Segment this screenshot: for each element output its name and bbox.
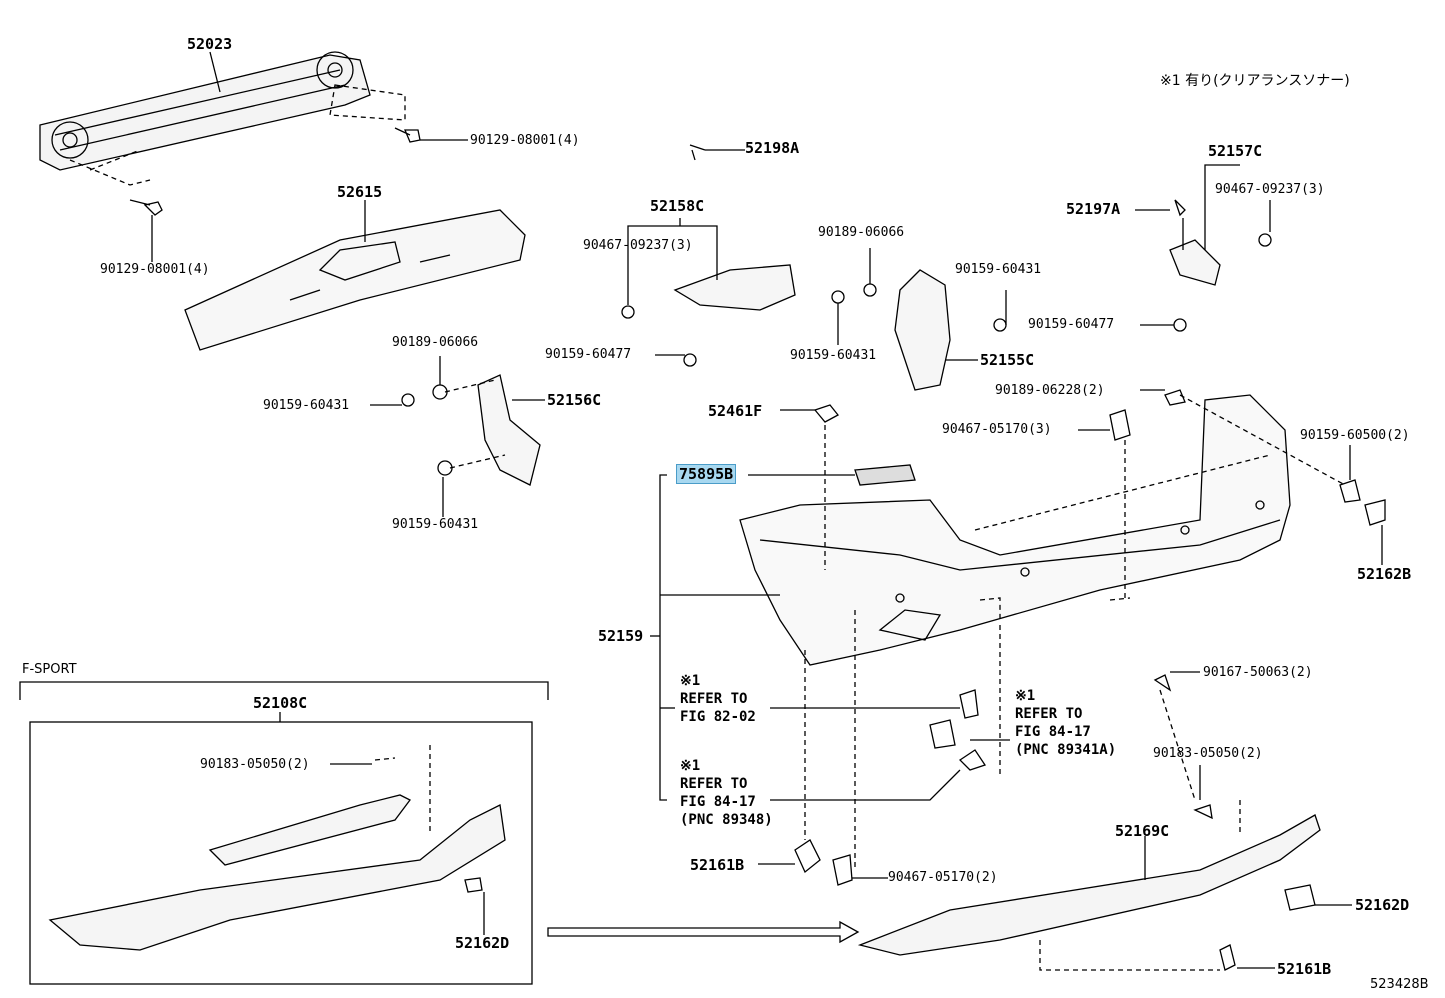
bracket-52158c-drawing: [621, 144, 796, 367]
part-label-90467-09237[interactable]: 90467-09237(3): [1215, 182, 1325, 197]
part-label-90189-06066[interactable]: 90189-06066: [818, 225, 905, 240]
part-label-52158c[interactable]: 52158C: [650, 197, 705, 215]
part-label-90159-60500[interactable]: 90159-60500(2): [1300, 428, 1410, 443]
part-label-52162b[interactable]: 52162B: [1357, 565, 1412, 583]
part-label-90129-08001[interactable]: 90129-08001(4): [470, 133, 580, 148]
part-label-90159-60477[interactable]: 90159-60477: [545, 347, 632, 362]
part-label-52162d[interactable]: 52162D: [1355, 896, 1410, 914]
part-label-52023[interactable]: 52023: [187, 35, 233, 53]
bracket-52157c-drawing: [1169, 199, 1272, 332]
reference-note-fig-84-17-a[interactable]: REFER TO FIG 84-17 (PNC 89341A): [1015, 706, 1117, 758]
absorber-drawing: [184, 209, 526, 351]
clip-icon: [794, 689, 987, 886]
arrow-right-icon: [547, 920, 860, 944]
part-label-90159-60431[interactable]: 90159-60431: [263, 398, 350, 413]
part-label-52162d[interactable]: 52162D: [455, 934, 510, 952]
fsport-frame: [29, 721, 533, 985]
part-label-52461f[interactable]: 52461F: [708, 402, 763, 420]
note-header: ※1 有り(クリアランスソナー): [1160, 73, 1350, 89]
part-label-52615[interactable]: 52615: [337, 183, 383, 201]
part-label-90159-60431[interactable]: 90159-60431: [790, 348, 877, 363]
part-label-52198a[interactable]: 52198A: [745, 139, 800, 157]
fsport-bracket: [19, 681, 549, 700]
part-label-52108c[interactable]: 52108C: [253, 694, 308, 712]
reference-note-fig-82-02[interactable]: REFER TO FIG 82-02: [680, 691, 756, 725]
part-label-90467-05170[interactable]: 90467-05170(3): [942, 422, 1052, 437]
reference-note-mark: ※1: [680, 673, 701, 689]
part-label-90183-05050[interactable]: 90183-05050(2): [200, 757, 310, 772]
part-label-90467-05170[interactable]: 90467-05170(2): [888, 870, 998, 885]
garnish-52169c-drawing: [857, 674, 1321, 971]
part-label-90129-08001[interactable]: 90129-08001(4): [100, 262, 210, 277]
part-label-52161b[interactable]: 52161B: [690, 856, 745, 874]
bumper-cover-drawing: [739, 389, 1386, 666]
part-label-90159-60477[interactable]: 90159-60477: [1028, 317, 1115, 332]
part-label-52155c[interactable]: 52155C: [980, 351, 1035, 369]
bracket-52155c-drawing: [831, 269, 1007, 391]
part-label-52169c[interactable]: 52169C: [1115, 822, 1170, 840]
part-label-52197a[interactable]: 52197A: [1066, 200, 1121, 218]
figure-id: 523428B: [1370, 977, 1429, 992]
part-label-90189-06228[interactable]: 90189-06228(2): [995, 383, 1105, 398]
bolt-icon: [129, 127, 468, 262]
part-label-52157c[interactable]: 52157C: [1208, 142, 1263, 160]
part-label-90167-50063[interactable]: 90167-50063(2): [1203, 665, 1313, 680]
reference-note-mark: ※1: [680, 758, 701, 774]
part-label-52156c[interactable]: 52156C: [547, 391, 602, 409]
fsport-label: F-SPORT: [22, 662, 77, 677]
highlighted-part-number: 75895B: [676, 464, 737, 484]
part-label-90159-60431[interactable]: 90159-60431: [955, 262, 1042, 277]
part-label-75895b[interactable]: 75895B: [676, 464, 737, 484]
part-label-52159[interactable]: 52159: [598, 627, 644, 645]
part-label-90467-09237[interactable]: 90467-09237(3): [583, 238, 693, 253]
bracket-52156c-drawing: [401, 374, 541, 486]
part-label-52161b[interactable]: 52161B: [1277, 960, 1332, 978]
reference-note-fig-84-17-b[interactable]: REFER TO FIG 84-17 (PNC 89348): [680, 776, 773, 828]
part-label-90159-60431[interactable]: 90159-60431: [392, 517, 479, 532]
reference-note-mark: ※1: [1015, 688, 1036, 704]
reinforcement-beam-drawing: [39, 51, 406, 186]
fsport-garnish-drawing: [48, 745, 506, 951]
part-label-90183-05050[interactable]: 90183-05050(2): [1153, 746, 1263, 761]
part-label-90189-06066[interactable]: 90189-06066: [392, 335, 479, 350]
